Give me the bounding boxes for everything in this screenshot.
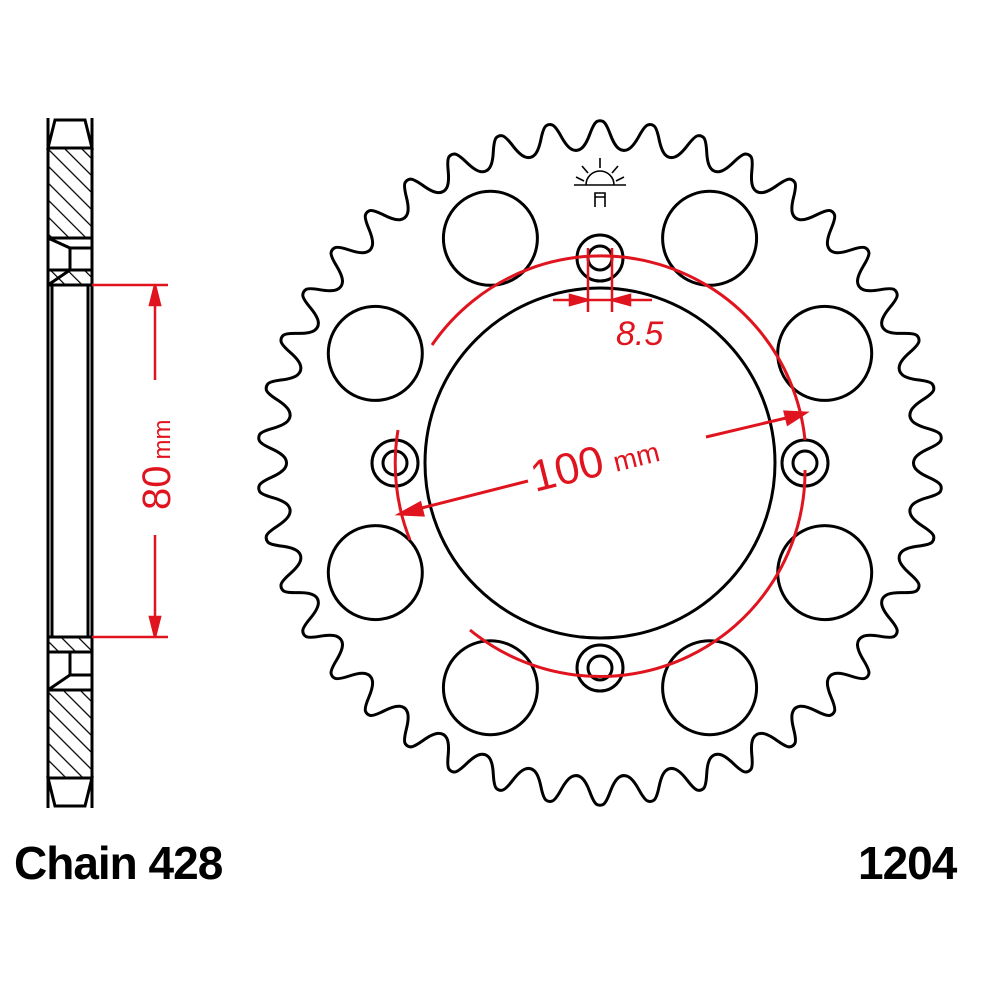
bore-dimension bbox=[92, 283, 168, 639]
bolt-hole-counterbore bbox=[575, 233, 625, 283]
bolt-circle bbox=[393, 254, 807, 678]
lightening-hole bbox=[776, 304, 874, 402]
lightening-hole bbox=[441, 189, 539, 287]
arrow-up-icon bbox=[148, 284, 162, 307]
part-number: 1204 bbox=[858, 837, 957, 889]
bolt-hole-counterbore bbox=[575, 643, 625, 693]
bolt-hole bbox=[586, 244, 614, 272]
lightening-hole bbox=[661, 639, 759, 737]
bolt-circle-label: 100mm bbox=[526, 423, 664, 502]
arrow-down-icon bbox=[148, 615, 162, 638]
arrow-right-icon bbox=[783, 410, 810, 427]
side-bottom-upper-hatch bbox=[46, 635, 94, 654]
sprocket-teeth-outline bbox=[257, 119, 943, 807]
bolt-hole-label: 8.5 bbox=[616, 315, 663, 353]
arrow-left-icon bbox=[394, 500, 425, 517]
side-view bbox=[46, 118, 94, 808]
side-bottom-bolt-counterbore bbox=[47, 650, 92, 692]
lightening-hole bbox=[776, 524, 874, 622]
side-bore bbox=[50, 283, 90, 639]
sun-logo-icon bbox=[574, 158, 626, 207]
lightening-hole bbox=[441, 639, 539, 737]
chain-label: Chain 428 bbox=[14, 837, 223, 889]
lightening-hole bbox=[326, 304, 424, 402]
lightening-hole bbox=[326, 524, 424, 622]
side-bottom-tooth bbox=[46, 776, 94, 808]
bolt-circle-dimension bbox=[394, 410, 810, 517]
side-top-hatch bbox=[46, 146, 94, 240]
bolt-hole-dimension bbox=[553, 248, 652, 312]
arrow-left-icon bbox=[607, 293, 632, 307]
center-bore bbox=[423, 286, 777, 640]
arrow-right-icon bbox=[568, 293, 593, 307]
side-top-tooth bbox=[46, 118, 94, 150]
bore-dimension-label: 80mm bbox=[135, 420, 179, 510]
side-top-lower-hatch bbox=[46, 268, 94, 287]
bolt-hole bbox=[586, 654, 614, 682]
side-bottom-hatch bbox=[46, 688, 94, 780]
